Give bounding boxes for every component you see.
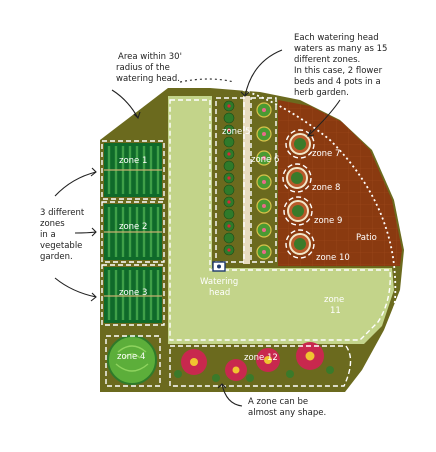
label-zone-7: zone 7 xyxy=(312,149,340,159)
zone-6-flower-centers xyxy=(262,108,266,254)
label-zone-5: zone 5 xyxy=(222,127,250,137)
label-zone-10: zone 10 xyxy=(316,253,350,263)
svg-text:in a: in a xyxy=(40,230,56,240)
veg-bed-zone-2 xyxy=(104,204,162,260)
svg-text:different zones.: different zones. xyxy=(294,55,360,65)
herb-strip-path xyxy=(243,96,250,264)
lawn-zone-11 xyxy=(168,96,394,344)
zone-5-flowers xyxy=(227,104,231,252)
svg-text:Area within 30': Area within 30' xyxy=(118,52,182,62)
svg-text:watering head.: watering head. xyxy=(116,74,180,84)
svg-text:A zone can be: A zone can be xyxy=(248,397,308,407)
pot-zone-10 xyxy=(289,233,311,255)
svg-text:waters as many as 15: waters as many as 15 xyxy=(294,44,387,54)
annotation-watering: Each watering head waters as many as 15 … xyxy=(294,33,387,98)
svg-text:radius of the: radius of the xyxy=(116,63,170,73)
svg-text:3 different: 3 different xyxy=(40,208,85,218)
label-zone-4: zone 4 xyxy=(117,352,145,362)
watering-radius-arc xyxy=(104,74,397,393)
label-watering-head-line-1: Watering xyxy=(200,277,238,287)
veg-bed-zone-3 xyxy=(104,267,162,323)
label-zone-12: zone 12 xyxy=(244,353,278,363)
svg-text:zones: zones xyxy=(40,219,65,229)
label-zone-9: zone 9 xyxy=(314,216,342,226)
label-zone-2: zone 2 xyxy=(119,222,147,232)
pot-zone-9 xyxy=(287,200,309,222)
svg-text:vegetable: vegetable xyxy=(40,241,82,251)
zone-12-flowers xyxy=(174,342,334,382)
svg-text:beds and 4 pots in a: beds and 4 pots in a xyxy=(294,77,381,87)
svg-text:garden.: garden. xyxy=(40,252,73,262)
svg-text:almost any shape.: almost any shape. xyxy=(248,408,326,418)
annotation-shape: A zone can be almost any shape. xyxy=(248,397,326,418)
label-watering-head-line-2: head xyxy=(209,288,230,298)
annotation-radius: Area within 30' radius of the watering h… xyxy=(116,52,182,84)
annotation-vegetable: 3 different zones in a vegetable garden. xyxy=(40,208,85,262)
annotation-arrows xyxy=(54,49,341,407)
pot-zone-7 xyxy=(289,133,311,155)
veg-bed-zone-1 xyxy=(104,143,162,197)
label-zone-1: zone 1 xyxy=(119,156,147,166)
label-zone-6: zone 6 xyxy=(251,155,279,165)
pot-zone-8 xyxy=(286,167,308,189)
label-patio: Patio xyxy=(356,233,377,243)
svg-text:Each watering head: Each watering head xyxy=(294,33,379,43)
svg-text:herb garden.: herb garden. xyxy=(294,88,349,98)
label-zone-8: zone 8 xyxy=(312,183,340,193)
svg-text:In this case, 2 flower: In this case, 2 flower xyxy=(294,66,383,76)
label-zone-11-line-1: zone xyxy=(324,295,344,305)
label-zone-3: zone 3 xyxy=(119,288,147,298)
label-zone-11-line-2: 11 xyxy=(330,306,341,316)
